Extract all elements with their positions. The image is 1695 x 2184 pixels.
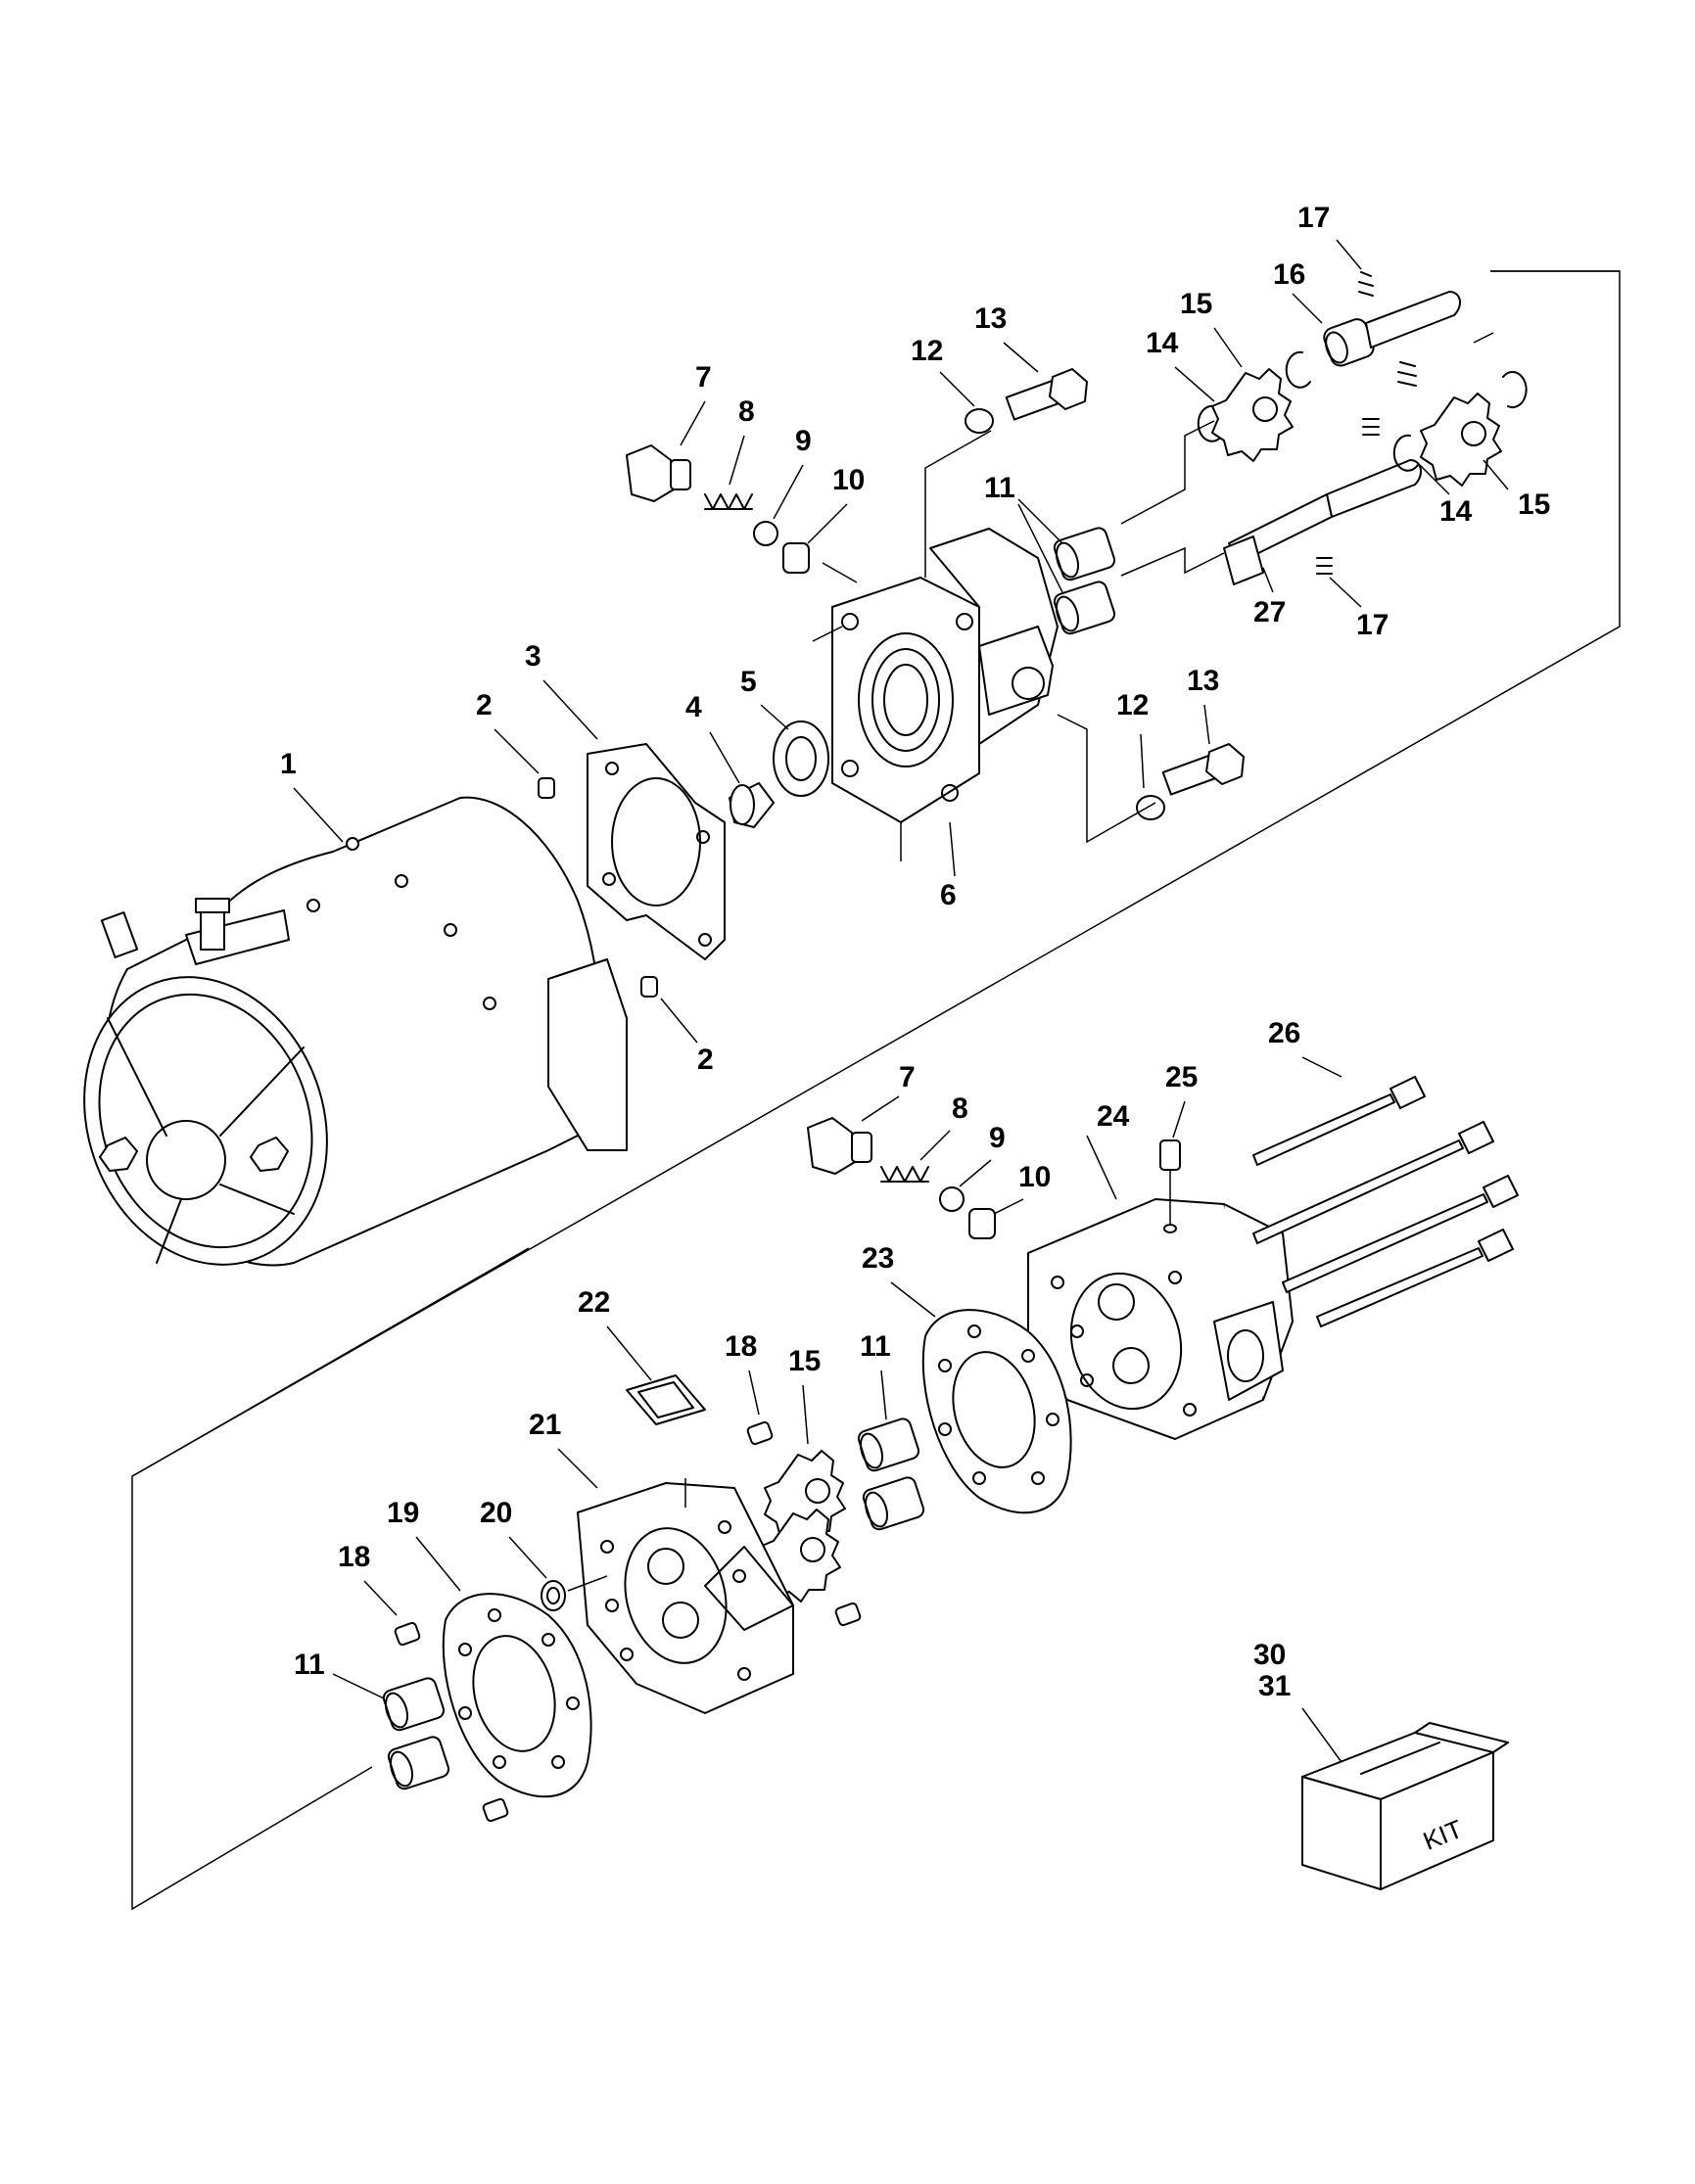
callout-3: 3	[525, 640, 541, 673]
callout-15-upper: 15	[1180, 288, 1212, 320]
retaining-ring-upper-left	[1197, 404, 1223, 442]
callout-26: 26	[1268, 1017, 1300, 1049]
callout-20: 20	[480, 1497, 512, 1529]
retaining-ring-lower-right	[1502, 371, 1528, 409]
callout-18-lower: 18	[338, 1541, 370, 1573]
callout-8-lower: 8	[952, 1092, 968, 1125]
callout-15-lower: 15	[1518, 488, 1550, 521]
gear-plate	[577, 1482, 794, 1714]
relief-plug-lower	[807, 1117, 872, 1175]
drive-shaft-upper	[1365, 291, 1461, 349]
retaining-ring-lower-left	[1392, 434, 1419, 472]
exploded-view-frame	[131, 270, 1621, 1911]
callout-4: 4	[685, 691, 702, 723]
callout-30: 30	[1253, 1639, 1286, 1671]
callout-10-upper: 10	[832, 464, 865, 496]
callout-19: 19	[387, 1497, 419, 1529]
relief-plug-upper	[626, 444, 691, 502]
callout-9-upper: 9	[795, 425, 812, 457]
seal-ring	[541, 1580, 566, 1611]
tie-bolts	[1252, 1076, 1519, 1327]
callout-24: 24	[1097, 1100, 1130, 1133]
callout-27: 27	[1253, 596, 1286, 628]
drive-gear-upper	[1211, 368, 1294, 462]
callout-18-upper: 18	[725, 1330, 757, 1363]
callout-5: 5	[740, 666, 757, 698]
relief-poppet-upper	[782, 542, 810, 574]
callout-2-upper: 2	[476, 689, 493, 721]
key-spring-upper	[1358, 271, 1374, 297]
washer-upper	[965, 408, 994, 434]
retaining-ring-upper-mid	[1285, 350, 1311, 389]
dowel-pin-lower	[640, 976, 658, 998]
dowel-pin-middle	[746, 1420, 774, 1446]
callout-9-lower: 9	[989, 1122, 1006, 1154]
callout-31: 31	[1258, 1670, 1291, 1702]
callout-22: 22	[578, 1286, 610, 1319]
bearings-upper	[1053, 527, 1116, 635]
callout-1: 1	[280, 748, 297, 780]
callout-2-lower: 2	[697, 1044, 714, 1076]
bearings-middle	[857, 1417, 925, 1531]
dowel-pin-rear	[1159, 1139, 1181, 1171]
key-spring-upper-2	[1397, 361, 1417, 387]
relief-poppet-lower	[968, 1208, 996, 1239]
callout-8-upper: 8	[738, 395, 755, 428]
dowel-pin-upper	[538, 777, 555, 799]
callout-7-lower: 7	[899, 1061, 916, 1093]
gasket-motor	[587, 743, 726, 960]
callout-13-lower: 13	[1187, 665, 1219, 697]
bearings-lower	[382, 1677, 450, 1790]
callout-12-lower: 12	[1116, 689, 1149, 721]
callout-11-lower: 11	[294, 1649, 325, 1681]
callout-15-lower-pump: 15	[788, 1345, 821, 1377]
driven-shaft	[1223, 459, 1422, 585]
relief-ball-upper	[753, 521, 778, 546]
bolt-upper	[1005, 368, 1088, 421]
motor-assembly	[83, 796, 628, 1267]
seal-plate	[626, 1374, 706, 1425]
callout-14-upper: 14	[1146, 327, 1179, 359]
shaft-seal	[773, 720, 829, 797]
relief-spring-lower	[880, 1166, 929, 1183]
dowel-pin-front	[394, 1621, 421, 1647]
callout-16: 16	[1273, 258, 1305, 291]
callout-13-upper: 13	[974, 302, 1007, 335]
callout-17-lower: 17	[1356, 609, 1389, 641]
pump-housing-front	[831, 528, 1059, 823]
callout-11-upper: 11	[984, 472, 1015, 504]
gear-pair-lower	[759, 1450, 846, 1603]
key-spring-mid	[1362, 418, 1380, 436]
callout-6: 6	[940, 879, 957, 911]
dowel-pin-middle-2	[834, 1602, 862, 1627]
kit-box: KIT	[1301, 1722, 1509, 1890]
relief-spring-upper	[704, 493, 753, 510]
dowel-pin-front-2	[482, 1797, 509, 1823]
callout-17-upper: 17	[1297, 202, 1330, 234]
callout-25: 25	[1165, 1061, 1198, 1093]
coupling	[729, 782, 775, 828]
relief-ball-lower	[939, 1186, 965, 1212]
gasket-rear	[921, 1309, 1072, 1514]
callout-14-lower: 14	[1439, 495, 1473, 528]
gasket-front	[442, 1593, 592, 1798]
callout-11-middle: 11	[860, 1330, 891, 1363]
callout-7-upper: 7	[695, 361, 712, 394]
key-spring-lower	[1316, 557, 1333, 575]
callout-23: 23	[862, 1242, 894, 1275]
bolt-lower	[1161, 743, 1245, 796]
washer-lower	[1136, 795, 1165, 820]
callout-12-upper: 12	[911, 335, 943, 367]
pump-housing-rear	[1027, 1198, 1294, 1440]
driven-gear-upper	[1420, 393, 1502, 487]
callout-10-lower: 10	[1018, 1161, 1051, 1193]
callout-21: 21	[529, 1409, 561, 1441]
